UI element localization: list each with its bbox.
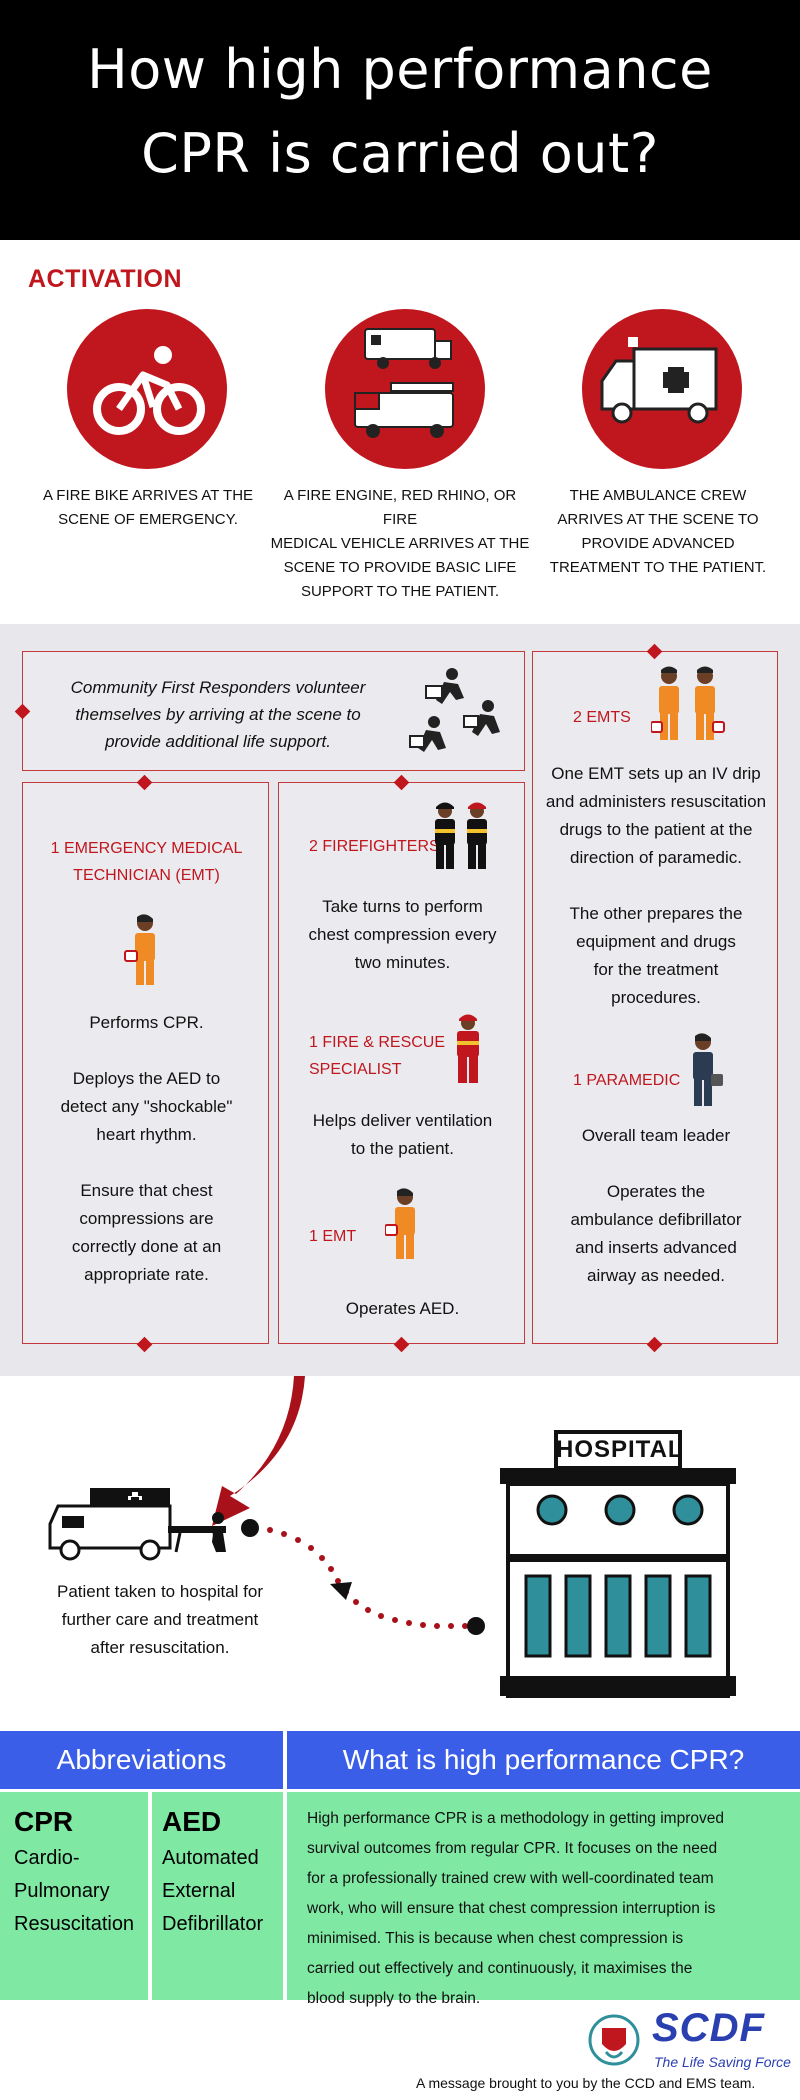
emt-figure-icon (124, 914, 155, 985)
scdf-crest-icon (588, 2014, 640, 2066)
rescue-specialist-icon (457, 1014, 479, 1083)
ff-col-emt-icon (385, 1188, 415, 1259)
aed-abbr: AED (162, 1806, 222, 1837)
ambulance-column: 2 EMTS One EMT sets up an IV drip and ad… (532, 651, 778, 1344)
transport-illustration (48, 1376, 736, 1698)
cfr-box: Community First Responders volunteer the… (22, 651, 525, 771)
firefighters-icon (435, 802, 487, 869)
page-title-line-2: CPR is carried out? (141, 122, 659, 185)
runners-icon (409, 668, 500, 752)
ambulance-icon (600, 337, 718, 424)
cpr-meaning: Cardio- Pulmonary Resuscitation (14, 1847, 135, 1935)
cpr-cell: CPR Cardio- Pulmonary Resuscitation (0, 1792, 148, 2000)
scdf-tagline: The Life Saving Force (654, 2054, 791, 2070)
fire-engine-circle (325, 309, 485, 469)
hpcpr-text: High performance CPR is a methodology in… (307, 1810, 724, 2007)
scdf-logo-text: SCDF (652, 2006, 765, 2050)
ambulance-circle (582, 309, 742, 469)
paramedic-icon (693, 1033, 723, 1106)
cfr-text: Community First Responders volunteer the… (70, 678, 366, 751)
paramedic-duties: Overall team leader Operates the ambulan… (570, 1126, 742, 1285)
page-title-line-1: How high performance (87, 38, 713, 101)
cpr-abbr: CPR (14, 1806, 74, 1837)
two-emts-heading: 2 EMTS (573, 709, 631, 726)
hpcpr-header: What is high performance CPR? (287, 1731, 800, 1789)
paramedic-heading: 1 PARAMEDIC (573, 1072, 681, 1089)
fire-engine-icon (354, 328, 454, 438)
rescue-specialist-heading: 1 FIRE & RESCUE SPECIALIST (309, 1034, 446, 1078)
footer-message: A message brought to you by the CCD and … (416, 2075, 756, 2091)
activation-caption-3: THE AMBULANCE CREW ARRIVES AT THE SCENE … (549, 487, 767, 576)
aed-cell: AED Automated External Defibrillator (152, 1792, 283, 2000)
dotted-path (241, 1519, 485, 1635)
emt-column: 1 EMERGENCY MEDICAL TECHNICIAN (EMT) Per… (22, 782, 269, 1344)
two-emts-duties: One EMT sets up an IV drip and administe… (545, 764, 767, 1007)
ff-col-emt-duties: Operates AED. (345, 1299, 460, 1318)
hospital-building-icon (500, 1430, 736, 1698)
title-banner: How high performance CPR is carried out? (0, 0, 800, 240)
emt-heading: 1 EMERGENCY MEDICAL TECHNICIAN (EMT) (50, 840, 243, 884)
fire-bike-circle (67, 309, 227, 469)
red-arrow-icon (212, 1376, 305, 1526)
two-emts-icon (651, 666, 725, 740)
activation-caption-1: A FIRE BIKE ARRIVES AT THE SCENE OF EMER… (42, 487, 254, 528)
abbreviations-header: Abbreviations (0, 1731, 283, 1789)
stretcher-ambulance-icon (48, 1488, 226, 1561)
activation-heading: ACTIVATION (28, 265, 183, 293)
hospital-sign: HOSPITAL (556, 1436, 684, 1463)
ff-col-emt-heading: 1 EMT (309, 1228, 357, 1245)
firefighters-duties: Take turns to perform chest compression … (308, 897, 497, 972)
transport-caption: Patient taken to hospital for further ca… (56, 1582, 264, 1657)
aed-meaning: Automated External Defibrillator (162, 1847, 264, 1935)
firefighters-heading: 2 FIREFIGHTERS (309, 838, 440, 855)
hpcpr-cell: High performance CPR is a methodology in… (287, 1792, 800, 2007)
bicycle-icon (93, 346, 205, 435)
activation-caption-2: A FIRE ENGINE, RED RHINO, OR FIRE MEDICA… (270, 487, 530, 600)
rescue-specialist-duties: Helps deliver ventilation to the patient… (312, 1111, 493, 1158)
emt-duties: Performs CPR. Deploys the AED to detect … (60, 1013, 233, 1284)
firefighter-column: 2 FIREFIGHTERS Take turns to perform che… (278, 782, 525, 1344)
